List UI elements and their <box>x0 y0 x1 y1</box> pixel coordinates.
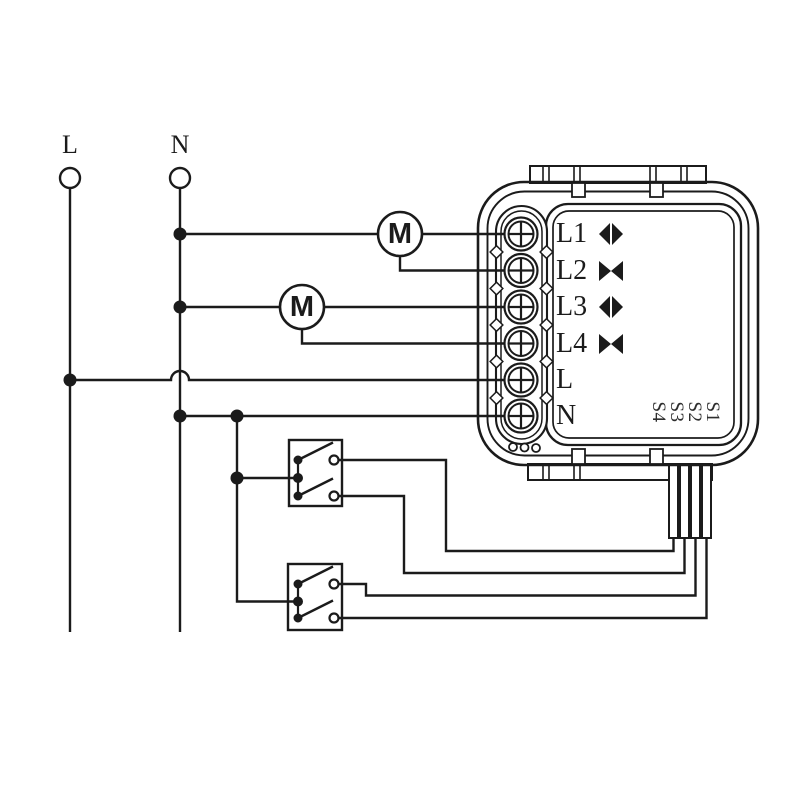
switch-internals <box>293 441 340 624</box>
device-body-outline <box>476 180 760 467</box>
wire-motor2-to-L4 <box>300 329 521 345</box>
open-arrows-icon <box>599 223 623 245</box>
terminal-screws <box>503 216 539 434</box>
live-feed-label: L <box>62 130 78 159</box>
terminal-label-l4: L4 <box>556 327 588 359</box>
motor-1-label: M <box>387 218 413 250</box>
wire-motor1-to-L2 <box>398 256 521 272</box>
wire-live-to-L-with-bridge <box>70 369 521 382</box>
live-terminal-circle <box>58 166 82 190</box>
terminal-label-l2: L2 <box>556 254 588 286</box>
screw-terminal <box>503 252 539 289</box>
device-clip <box>649 182 664 198</box>
wires <box>68 188 708 632</box>
device-top-bar <box>529 165 707 184</box>
device-pins <box>668 463 712 539</box>
port-label-s3: S3 <box>666 401 687 423</box>
wire-s2 <box>338 494 686 575</box>
terminal-label-l3: L3 <box>556 291 588 322</box>
led-indicators <box>508 442 541 453</box>
neutral-terminal-circle <box>168 166 192 190</box>
supply-terminals <box>58 166 192 190</box>
screw-terminal <box>503 289 539 325</box>
terminal-label-l: L <box>556 364 574 395</box>
port-label-s2: S2 <box>684 401 705 423</box>
wire-s4 <box>338 538 708 620</box>
junction-dots <box>63 227 244 485</box>
screw-terminal <box>503 398 539 434</box>
screw-terminal <box>503 216 539 252</box>
open-arrows-icon <box>599 296 623 318</box>
screw-terminal <box>503 325 539 362</box>
terminal-label-n: N <box>556 400 577 431</box>
motor-2-label: M <box>289 291 315 323</box>
wire-s3 <box>338 538 697 597</box>
close-arrows-icon <box>599 260 623 281</box>
screw-terminal <box>503 362 539 398</box>
port-label-s1: S1 <box>702 401 723 423</box>
device-clip <box>571 448 586 465</box>
close-arrows-icon <box>599 333 623 354</box>
motor-1-symbol <box>376 210 424 258</box>
device-clip <box>571 182 586 198</box>
motor-2-symbol <box>278 283 326 331</box>
port-label-s4: S4 <box>648 401 669 423</box>
motors <box>278 210 424 331</box>
wall-switch-1-contacts <box>293 441 340 502</box>
wall-switch-2-contacts <box>293 565 340 624</box>
channel-notches <box>489 244 554 406</box>
wire-s1 <box>338 458 675 553</box>
terminal-label-l1: L1 <box>556 218 588 249</box>
neutral-feed-label: N <box>170 130 190 159</box>
device-clip <box>649 448 664 465</box>
